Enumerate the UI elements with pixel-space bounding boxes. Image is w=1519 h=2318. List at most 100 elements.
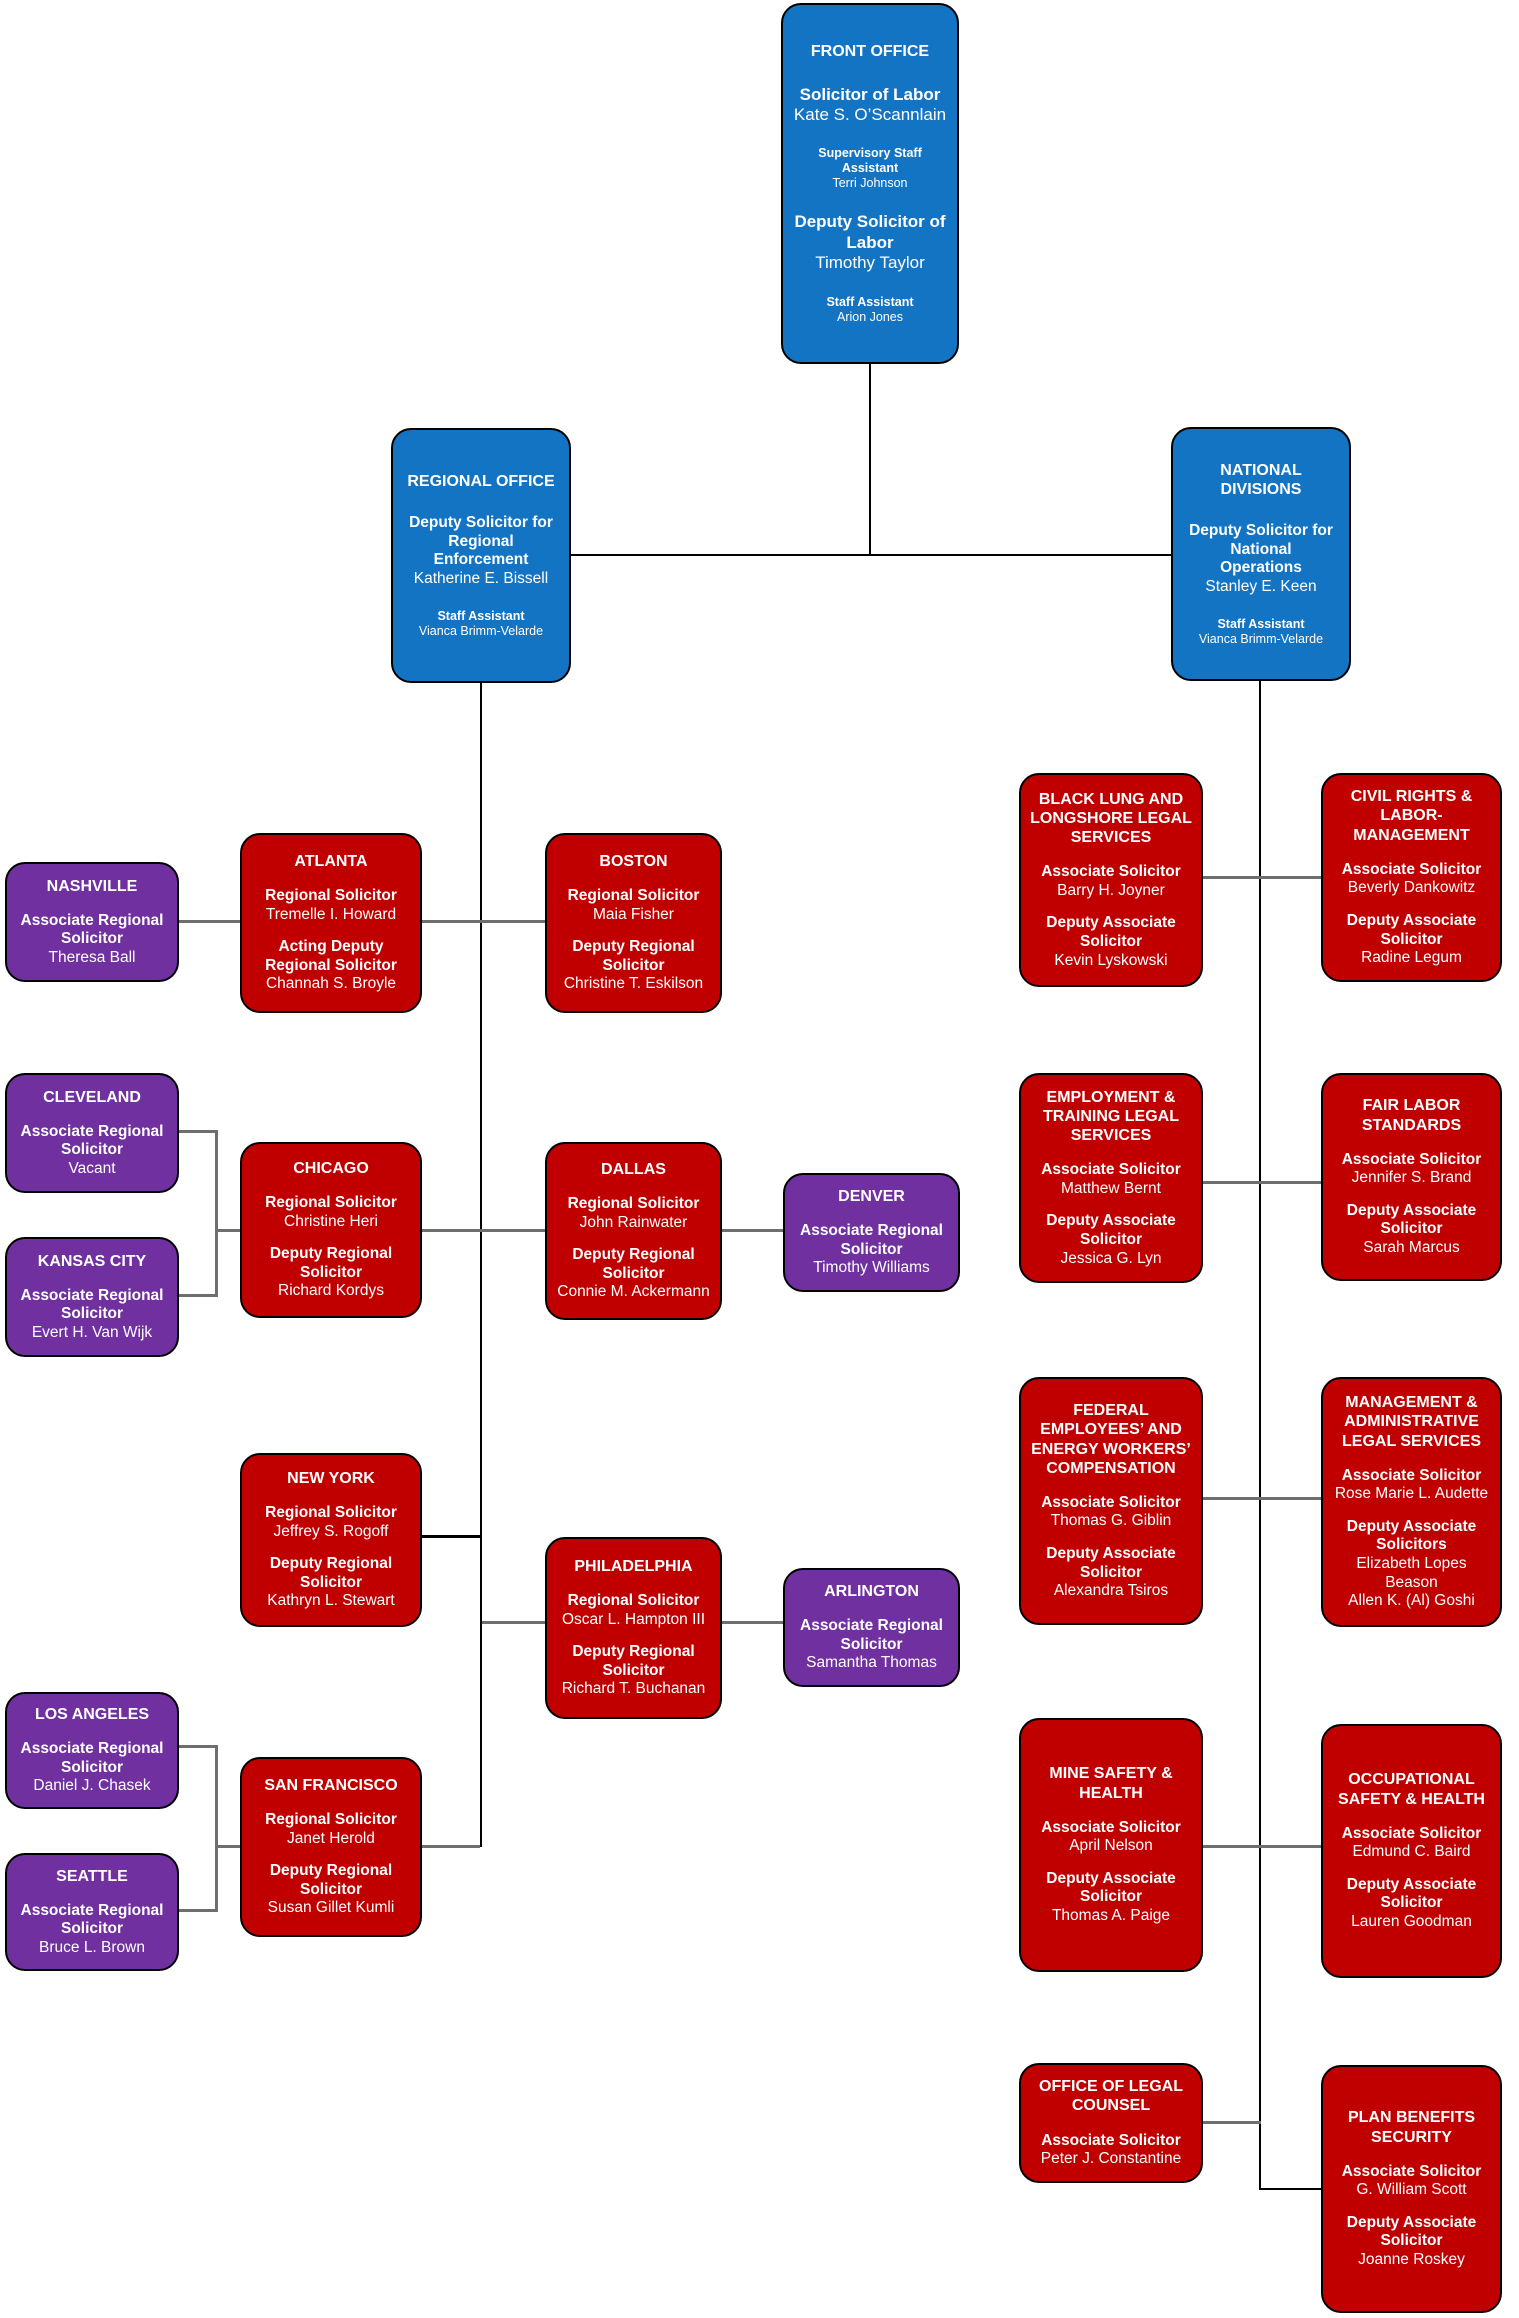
role-label: Deputy Regional Solicitor <box>269 1245 393 1281</box>
person-name: Connie M. Ackermann <box>557 1283 710 1301</box>
person-name: Terri Johnson <box>832 176 908 191</box>
connector-line <box>218 1845 240 1848</box>
role-label: Deputy Associate Solicitor <box>1046 1545 1176 1581</box>
role-label: Associate Regional Solicitor <box>20 911 164 948</box>
person-name: Oscar L. Hampton III <box>562 1610 705 1628</box>
person-name: Timothy Taylor <box>815 253 925 273</box>
role-label: Associate Regional Solicitor <box>800 1222 943 1258</box>
role-label: Deputy Associate Solicitor <box>1346 1201 1477 1238</box>
person-name: Lauren Goodman <box>1351 1913 1472 1931</box>
position-entry: Deputy Solicitor for National Operations… <box>1189 522 1333 596</box>
org-box-federal-employees-energy-workers: FEDERAL EMPLOYEES’ AND ENERGY WORKERS’ C… <box>1019 1377 1203 1625</box>
connector-line <box>179 1294 217 1297</box>
connector-line <box>422 920 545 923</box>
role-label: Associate Regional Solicitor <box>20 1740 164 1776</box>
connector-line <box>218 1229 240 1232</box>
role-label: Regional Solicitor <box>567 1592 700 1610</box>
role-label: Deputy Associate Solicitor <box>1346 1875 1477 1912</box>
box-title: PLAN BENEFITS SECURITY <box>1347 2109 1476 2146</box>
person-name: Peter J. Constantine <box>1040 2150 1182 2168</box>
box-title: MINE SAFETY & HEALTH <box>1049 1765 1173 1802</box>
box-title: FAIR LABOR STANDARDS <box>1361 1097 1462 1134</box>
role-label: Associate Solicitor <box>1041 1161 1181 1179</box>
person-name: Christine Heri <box>284 1212 378 1230</box>
role-label: Deputy Associate Solicitor <box>1346 911 1477 948</box>
person-name: Katherine E. Bissell <box>413 569 549 587</box>
person-name: Kevin Lyskowski <box>1054 951 1168 969</box>
connector-line <box>215 1130 218 1297</box>
box-title: NATIONAL DIVISIONS <box>1220 461 1302 498</box>
role-label: Regional Solicitor <box>567 1195 700 1213</box>
connector-line <box>179 1745 217 1748</box>
role-label: Regional Solicitor <box>265 1194 397 1212</box>
role-label: Associate Solicitor <box>1341 860 1482 878</box>
role-label: Solicitor of Labor <box>799 84 941 104</box>
role-label: Associate Solicitor <box>1041 863 1181 881</box>
connector-line <box>1203 876 1321 879</box>
org-box-management-administrative: MANAGEMENT & ADMINISTRATIVE LEGAL SERVIC… <box>1321 1377 1502 1627</box>
person-name: Samantha Thomas <box>806 1654 937 1672</box>
role-label: Deputy Regional Solicitor <box>572 938 695 974</box>
role-label: Deputy Regional Solicitor <box>269 1555 393 1591</box>
person-name: Sarah Marcus <box>1363 1239 1460 1257</box>
role-label: Deputy Solicitor of Labor <box>794 212 946 252</box>
box-title: OCCUPATIONAL SAFETY & HEALTH <box>1338 1771 1485 1808</box>
role-label: Staff Assistant <box>437 609 525 624</box>
person-name: Jennifer S. Brand <box>1351 1169 1472 1187</box>
person-name: Richard Kordys <box>278 1282 384 1300</box>
box-title: NEW YORK <box>287 1469 375 1487</box>
role-label: Deputy Solicitor for Regional Enforcemen… <box>409 513 553 569</box>
person-name: Barry H. Joyner <box>1057 881 1165 899</box>
person-name: Evert H. Van Wijk <box>31 1323 153 1341</box>
connector-line <box>422 1845 480 1848</box>
connector-line <box>179 1909 217 1912</box>
role-label: Regional Solicitor <box>265 1504 397 1522</box>
role-label: Associate Solicitor <box>1041 1493 1181 1511</box>
person-name: Rose Marie L. Audette <box>1334 1485 1489 1503</box>
box-title: LOS ANGELES <box>34 1706 150 1724</box>
person-name: Daniel J. Chasek <box>33 1777 151 1795</box>
person-name: Jeffrey S. Rogoff <box>273 1522 389 1540</box>
person-name: G. William Scott <box>1356 2181 1467 2199</box>
connector-line <box>480 683 482 1847</box>
connector-line <box>215 1745 218 1912</box>
person-name: Thomas A. Paige <box>1051 1907 1171 1925</box>
role-label: Staff Assistant <box>826 294 914 309</box>
role-label: Acting Deputy Regional Solicitor <box>265 938 397 974</box>
person-name: Timothy Williams <box>813 1259 930 1277</box>
org-box-national-divisions: NATIONAL DIVISIONS Deputy Solicitor for N… <box>1171 427 1351 681</box>
box-title: SEATTLE <box>56 1867 128 1885</box>
person-name: Tremelle I. Howard <box>265 905 397 923</box>
person-name: Elizabeth Lopes Beason Allen K. (Al) Gos… <box>1348 1555 1475 1610</box>
